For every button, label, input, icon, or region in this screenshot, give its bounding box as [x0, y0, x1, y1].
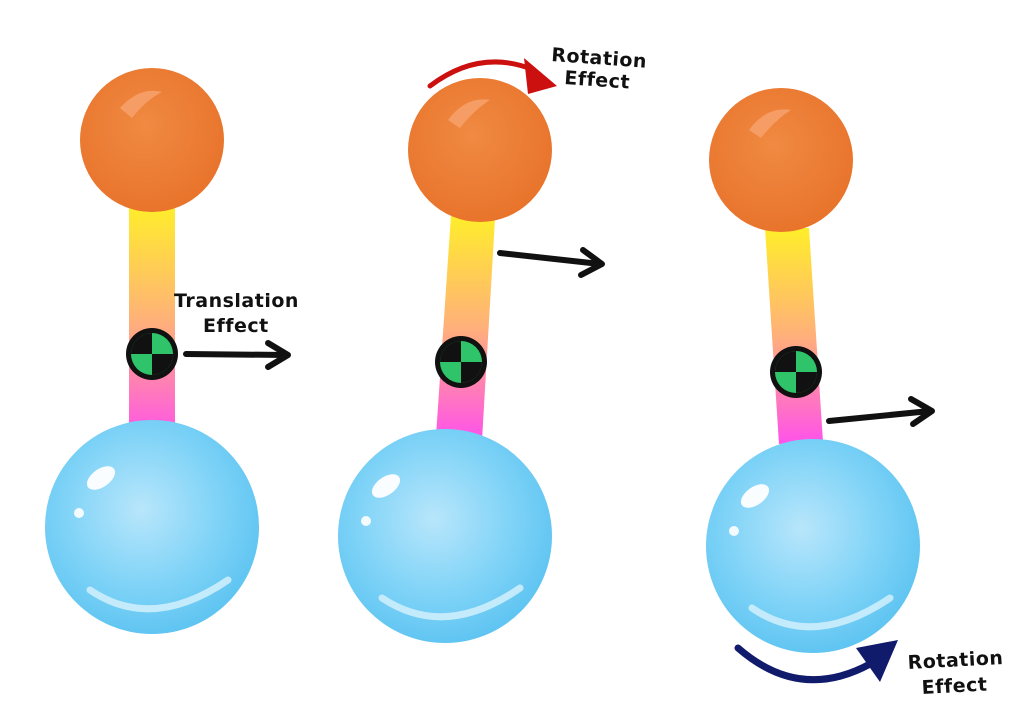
translation-label-line1: Translation — [174, 290, 299, 312]
molecule-3: Rotation Effect — [706, 88, 1004, 699]
rotation-top-label-line2: Effect — [564, 67, 631, 94]
translation-arrow-icon — [183, 340, 291, 370]
large-sphere — [45, 420, 259, 634]
rotation-arrow-icon — [734, 640, 898, 684]
molecule-1: Translation Effect — [45, 68, 299, 634]
small-sphere — [408, 78, 552, 222]
rotation-arrow-icon — [427, 58, 557, 94]
rotation-bottom-label-line2: Effect — [921, 674, 988, 699]
center-of-mass-icon — [435, 336, 487, 388]
small-sphere — [709, 88, 853, 232]
rod — [436, 215, 495, 440]
translation-arrow-icon — [497, 247, 605, 278]
rod — [765, 228, 823, 444]
translation-arrow-icon — [826, 396, 935, 427]
translation-label-line2: Effect — [203, 315, 269, 337]
molecule-2: Rotation Effect — [338, 44, 648, 643]
rotation-bottom-label-line1: Rotation — [907, 647, 1004, 674]
large-sphere — [338, 429, 552, 643]
rod — [129, 205, 175, 440]
small-sphere — [80, 68, 224, 212]
large-sphere — [706, 439, 920, 653]
center-of-mass-icon — [770, 346, 822, 398]
center-of-mass-icon — [126, 328, 178, 380]
